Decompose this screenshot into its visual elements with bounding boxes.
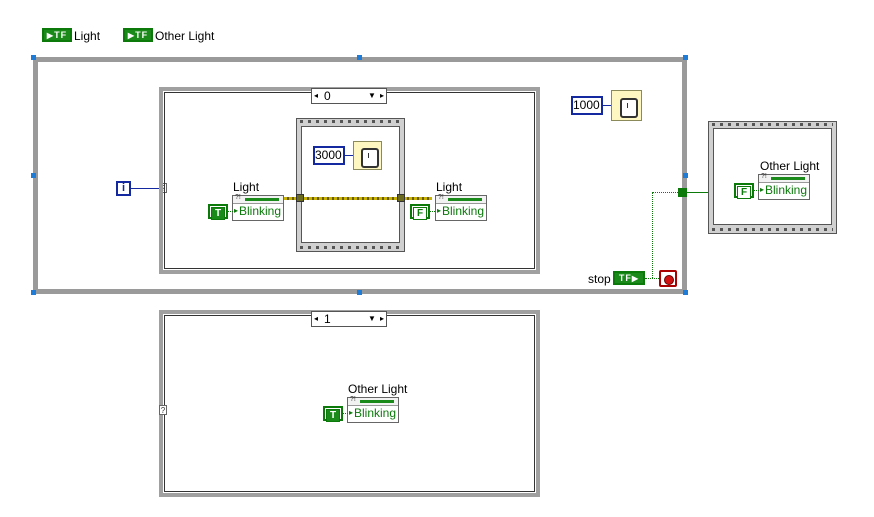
iteration-wire <box>131 188 159 189</box>
resize-handle[interactable] <box>31 55 36 60</box>
light-terminal-label: Light <box>74 29 101 43</box>
stop-wire <box>645 278 659 279</box>
resize-handle[interactable] <box>357 55 362 60</box>
property-node-label: Light <box>436 180 463 194</box>
increment-arrow-icon[interactable]: ▸ <box>380 91 385 100</box>
wait-ms-node[interactable] <box>611 90 642 121</box>
blinking-property[interactable]: Blinking <box>759 183 809 199</box>
wait-3000-constant[interactable]: 3000 <box>313 146 345 165</box>
true-constant[interactable]: T <box>323 406 343 422</box>
blinking-property[interactable]: Blinking <box>436 204 486 220</box>
stop-wire-horizontal <box>652 192 682 193</box>
error-wire <box>284 197 432 200</box>
resize-handle[interactable] <box>31 173 36 178</box>
stop-wire-vertical <box>652 192 653 278</box>
false-constant[interactable]: F <box>734 183 754 199</box>
iteration-terminal[interactable]: i <box>116 181 131 196</box>
terminal-arrow-icon: ▶ <box>46 31 55 40</box>
wait-1000-constant[interactable]: 1000 <box>571 96 603 115</box>
property-node-label: Other Light <box>760 159 820 173</box>
resize-handle[interactable] <box>683 173 688 178</box>
chevron-down-icon[interactable]: ▼ <box>368 314 376 323</box>
stop-label: stop <box>588 272 611 286</box>
decrement-arrow-icon[interactable]: ◂ <box>314 91 319 100</box>
sequence-tunnel-right <box>397 194 405 202</box>
light-property-node[interactable]: ?! Blinking <box>232 194 284 221</box>
wait-1000-wire <box>603 105 611 106</box>
resize-handle[interactable] <box>683 55 688 60</box>
film-strip-top <box>712 123 833 126</box>
blinking-property[interactable]: Blinking <box>348 406 398 422</box>
decrement-arrow-icon[interactable]: ◂ <box>314 314 319 323</box>
output-wire <box>687 192 709 193</box>
light-terminal[interactable]: ▶TF <box>42 28 72 42</box>
resize-handle[interactable] <box>31 290 36 295</box>
other-light-property-node[interactable]: ?! Blinking <box>758 173 810 200</box>
stop-terminal[interactable]: TF▶ <box>613 271 645 285</box>
sequence-frame-inner <box>301 126 400 243</box>
other-light-terminal-label: Other Light <box>155 29 215 43</box>
false-wire <box>430 211 435 212</box>
wait-3000-wire <box>345 155 353 156</box>
chevron-down-icon[interactable]: ▼ <box>368 91 376 100</box>
true-wire <box>228 211 233 212</box>
film-strip-bottom <box>712 228 833 231</box>
case-selector-1[interactable]: ◂ 1 ▼ ▸ <box>311 311 387 327</box>
false-constant[interactable]: F <box>410 204 430 220</box>
clock-icon <box>360 147 379 168</box>
property-node-label: Light <box>233 180 260 194</box>
clock-icon <box>619 97 638 118</box>
output-tunnel[interactable] <box>678 188 687 197</box>
film-strip-bottom <box>300 246 401 249</box>
increment-arrow-icon[interactable]: ▸ <box>380 314 385 323</box>
resize-handle[interactable] <box>357 290 362 295</box>
other-light-terminal[interactable]: ▶TF <box>123 28 153 42</box>
false-wire <box>754 190 759 191</box>
terminal-arrow-icon: ▶ <box>631 274 640 283</box>
true-constant[interactable]: T <box>208 204 228 220</box>
film-strip-top <box>300 120 401 123</box>
property-node-label: Other Light <box>348 382 408 396</box>
true-wire <box>343 413 348 414</box>
case-selector-tunnel[interactable]: ? <box>159 405 167 415</box>
case-selector-0[interactable]: ◂ 0 ▼ ▸ <box>311 88 387 104</box>
blinking-property[interactable]: Blinking <box>233 204 283 220</box>
stop-icon[interactable] <box>659 270 677 287</box>
sequence-tunnel-left <box>296 194 304 202</box>
terminal-arrow-icon: ▶ <box>127 31 136 40</box>
wait-ms-node[interactable] <box>353 141 382 170</box>
resize-handle[interactable] <box>683 290 688 295</box>
other-light-property-node[interactable]: ?! Blinking <box>347 396 399 423</box>
light-property-node[interactable]: ?! Blinking <box>435 194 487 221</box>
